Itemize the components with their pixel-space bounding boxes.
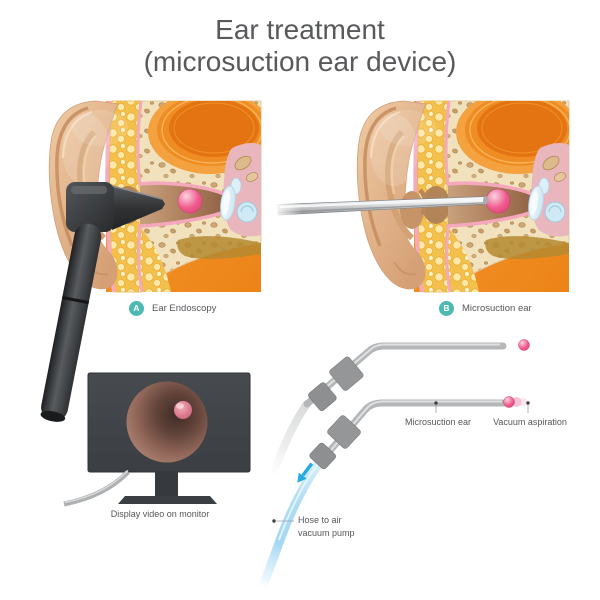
white-hose [268,400,311,482]
monitor-stand-base [118,496,217,504]
vacuum-aspiration-label: Vacuum aspiration [493,417,567,427]
airflow-arrow-icon [297,462,314,483]
device-diagram [257,339,530,595]
badge-b: B [439,301,454,316]
monitor [63,372,251,507]
ear-canal-video [126,381,208,463]
microsuction-device-1 [303,342,507,411]
otoscope-handle [40,223,102,422]
caption-b: B Microsuction ear [439,301,532,316]
otoscope-head [66,182,114,232]
monitor-caption: Display video on monitor [110,509,210,519]
monitor-stand-neck [155,472,178,498]
monitor-cable [63,470,130,507]
leader-lines [272,401,530,523]
caption-a-label: Ear Endoscopy [152,303,217,314]
microsuction-device-2 [309,399,509,470]
title-line-1: Ear treatment [215,14,385,45]
earwax-aspiration-trail [503,396,528,408]
panel-b-microsuction [272,90,580,292]
earwax-particle-1 [518,339,530,351]
microsuction-label: Microsuction ear [404,417,472,427]
otoscope [40,182,165,422]
hose-label-line-1: Hose to air [298,515,342,525]
earwax-on-screen [174,401,192,419]
badge-a: A [129,301,144,316]
hose-label-line-2: vacuum pump [298,528,355,538]
title-line-2: (microsuction ear device) [143,46,457,77]
caption-a: A Ear Endoscopy [129,301,216,316]
panel-a-ear-endoscopy [40,90,272,422]
hose-label: Hose to air vacuum pump [298,514,355,540]
caption-b-label: Microsuction ear [462,303,532,314]
suction-tube [272,194,488,218]
